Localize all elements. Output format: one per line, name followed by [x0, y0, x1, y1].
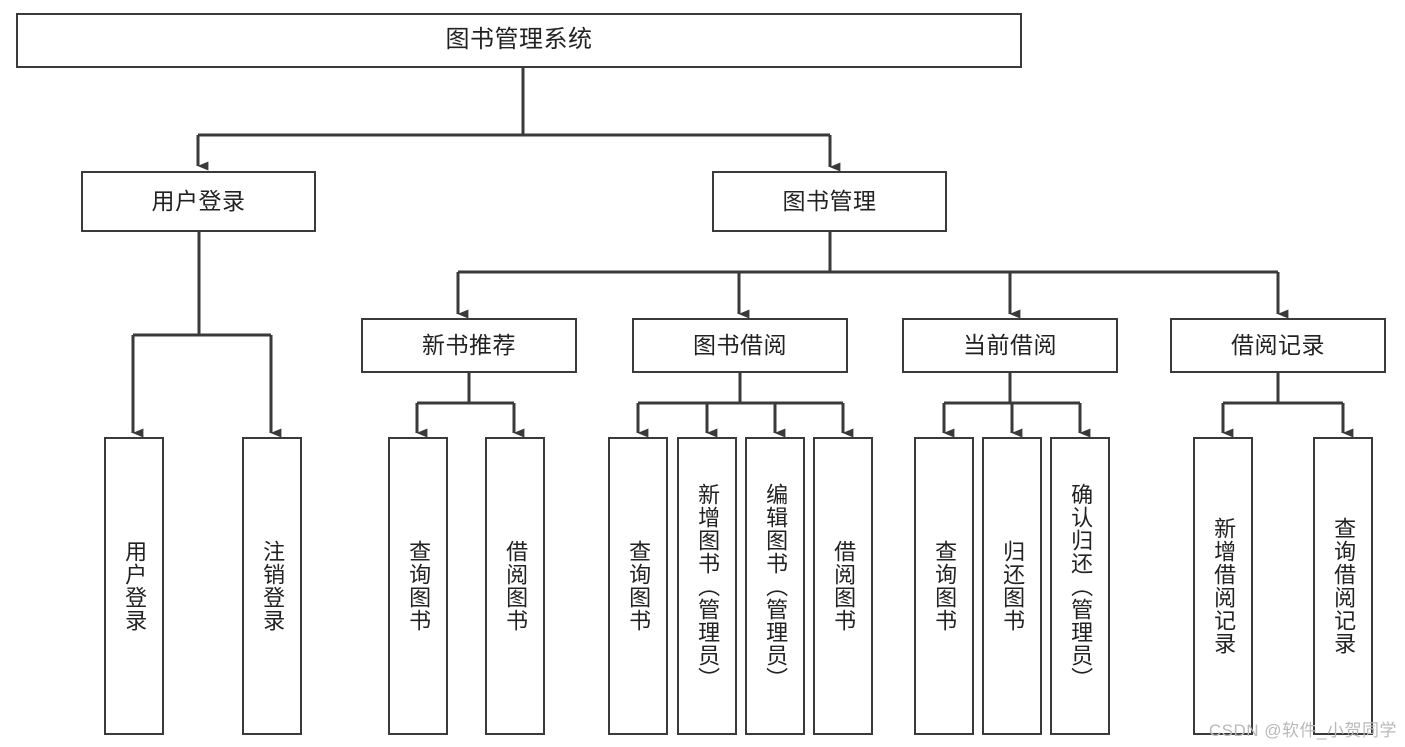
- node-label: 当前借阅: [963, 331, 1057, 358]
- node-borrow-record[interactable]: 借阅记录: [1170, 318, 1386, 373]
- node-book-management[interactable]: 图书管理: [712, 171, 947, 232]
- node-label: 查询图书: [932, 540, 958, 632]
- node-new-book-recommend[interactable]: 新书推荐: [361, 318, 577, 373]
- node-label: 查询图书: [406, 540, 432, 632]
- leaf-current-borrow-query-book[interactable]: 查询图书: [914, 437, 974, 735]
- node-label: 查询借阅记录: [1331, 517, 1357, 655]
- leaf-user-login-login[interactable]: 用户登录: [104, 437, 164, 735]
- node-label: 用户登录: [151, 187, 246, 214]
- leaf-book-borrow-borrow-book[interactable]: 借阅图书: [813, 437, 873, 735]
- node-label: 确认归还（管理员）: [1068, 482, 1094, 690]
- leaf-borrow-record-add-record[interactable]: 新增借阅记录: [1193, 437, 1253, 735]
- leaf-new-book-query-book[interactable]: 查询图书: [388, 437, 448, 735]
- leaf-current-borrow-confirm-return[interactable]: 确认归还（管理员）: [1050, 437, 1110, 735]
- leaf-book-borrow-query-book[interactable]: 查询图书: [608, 437, 668, 735]
- node-label: 查询图书: [626, 540, 652, 632]
- node-label: 图书管理: [782, 187, 877, 214]
- node-label: 归还图书: [1000, 540, 1026, 632]
- node-label: 借阅图书: [831, 540, 857, 632]
- node-label: 图书管理系统: [445, 26, 593, 54]
- node-label: 借阅记录: [1231, 331, 1325, 358]
- node-label: 图书借阅: [693, 331, 787, 358]
- node-label: 新增图书（管理员）: [695, 482, 721, 690]
- leaf-book-borrow-edit-book[interactable]: 编辑图书（管理员）: [745, 437, 805, 735]
- csdn-watermark: CSDN @软件_小贺同学: [1208, 721, 1397, 740]
- node-label: 借阅图书: [503, 540, 529, 632]
- node-book-borrow[interactable]: 图书借阅: [632, 318, 848, 373]
- node-label: 用户登录: [122, 540, 148, 632]
- node-label: 编辑图书（管理员）: [763, 482, 789, 690]
- node-current-borrow[interactable]: 当前借阅: [902, 318, 1118, 373]
- leaf-current-borrow-return-book[interactable]: 归还图书: [982, 437, 1042, 735]
- node-label: 新书推荐: [422, 331, 516, 358]
- leaf-borrow-record-query-record[interactable]: 查询借阅记录: [1313, 437, 1373, 735]
- node-label: 注销登录: [260, 540, 286, 632]
- node-user-login[interactable]: 用户登录: [81, 171, 316, 232]
- leaf-new-book-borrow-book[interactable]: 借阅图书: [485, 437, 545, 735]
- leaf-book-borrow-add-book[interactable]: 新增图书（管理员）: [677, 437, 737, 735]
- node-label: 新增借阅记录: [1211, 517, 1237, 655]
- node-root-book-management-system[interactable]: 图书管理系统: [16, 13, 1022, 68]
- leaf-user-login-logout[interactable]: 注销登录: [242, 437, 302, 735]
